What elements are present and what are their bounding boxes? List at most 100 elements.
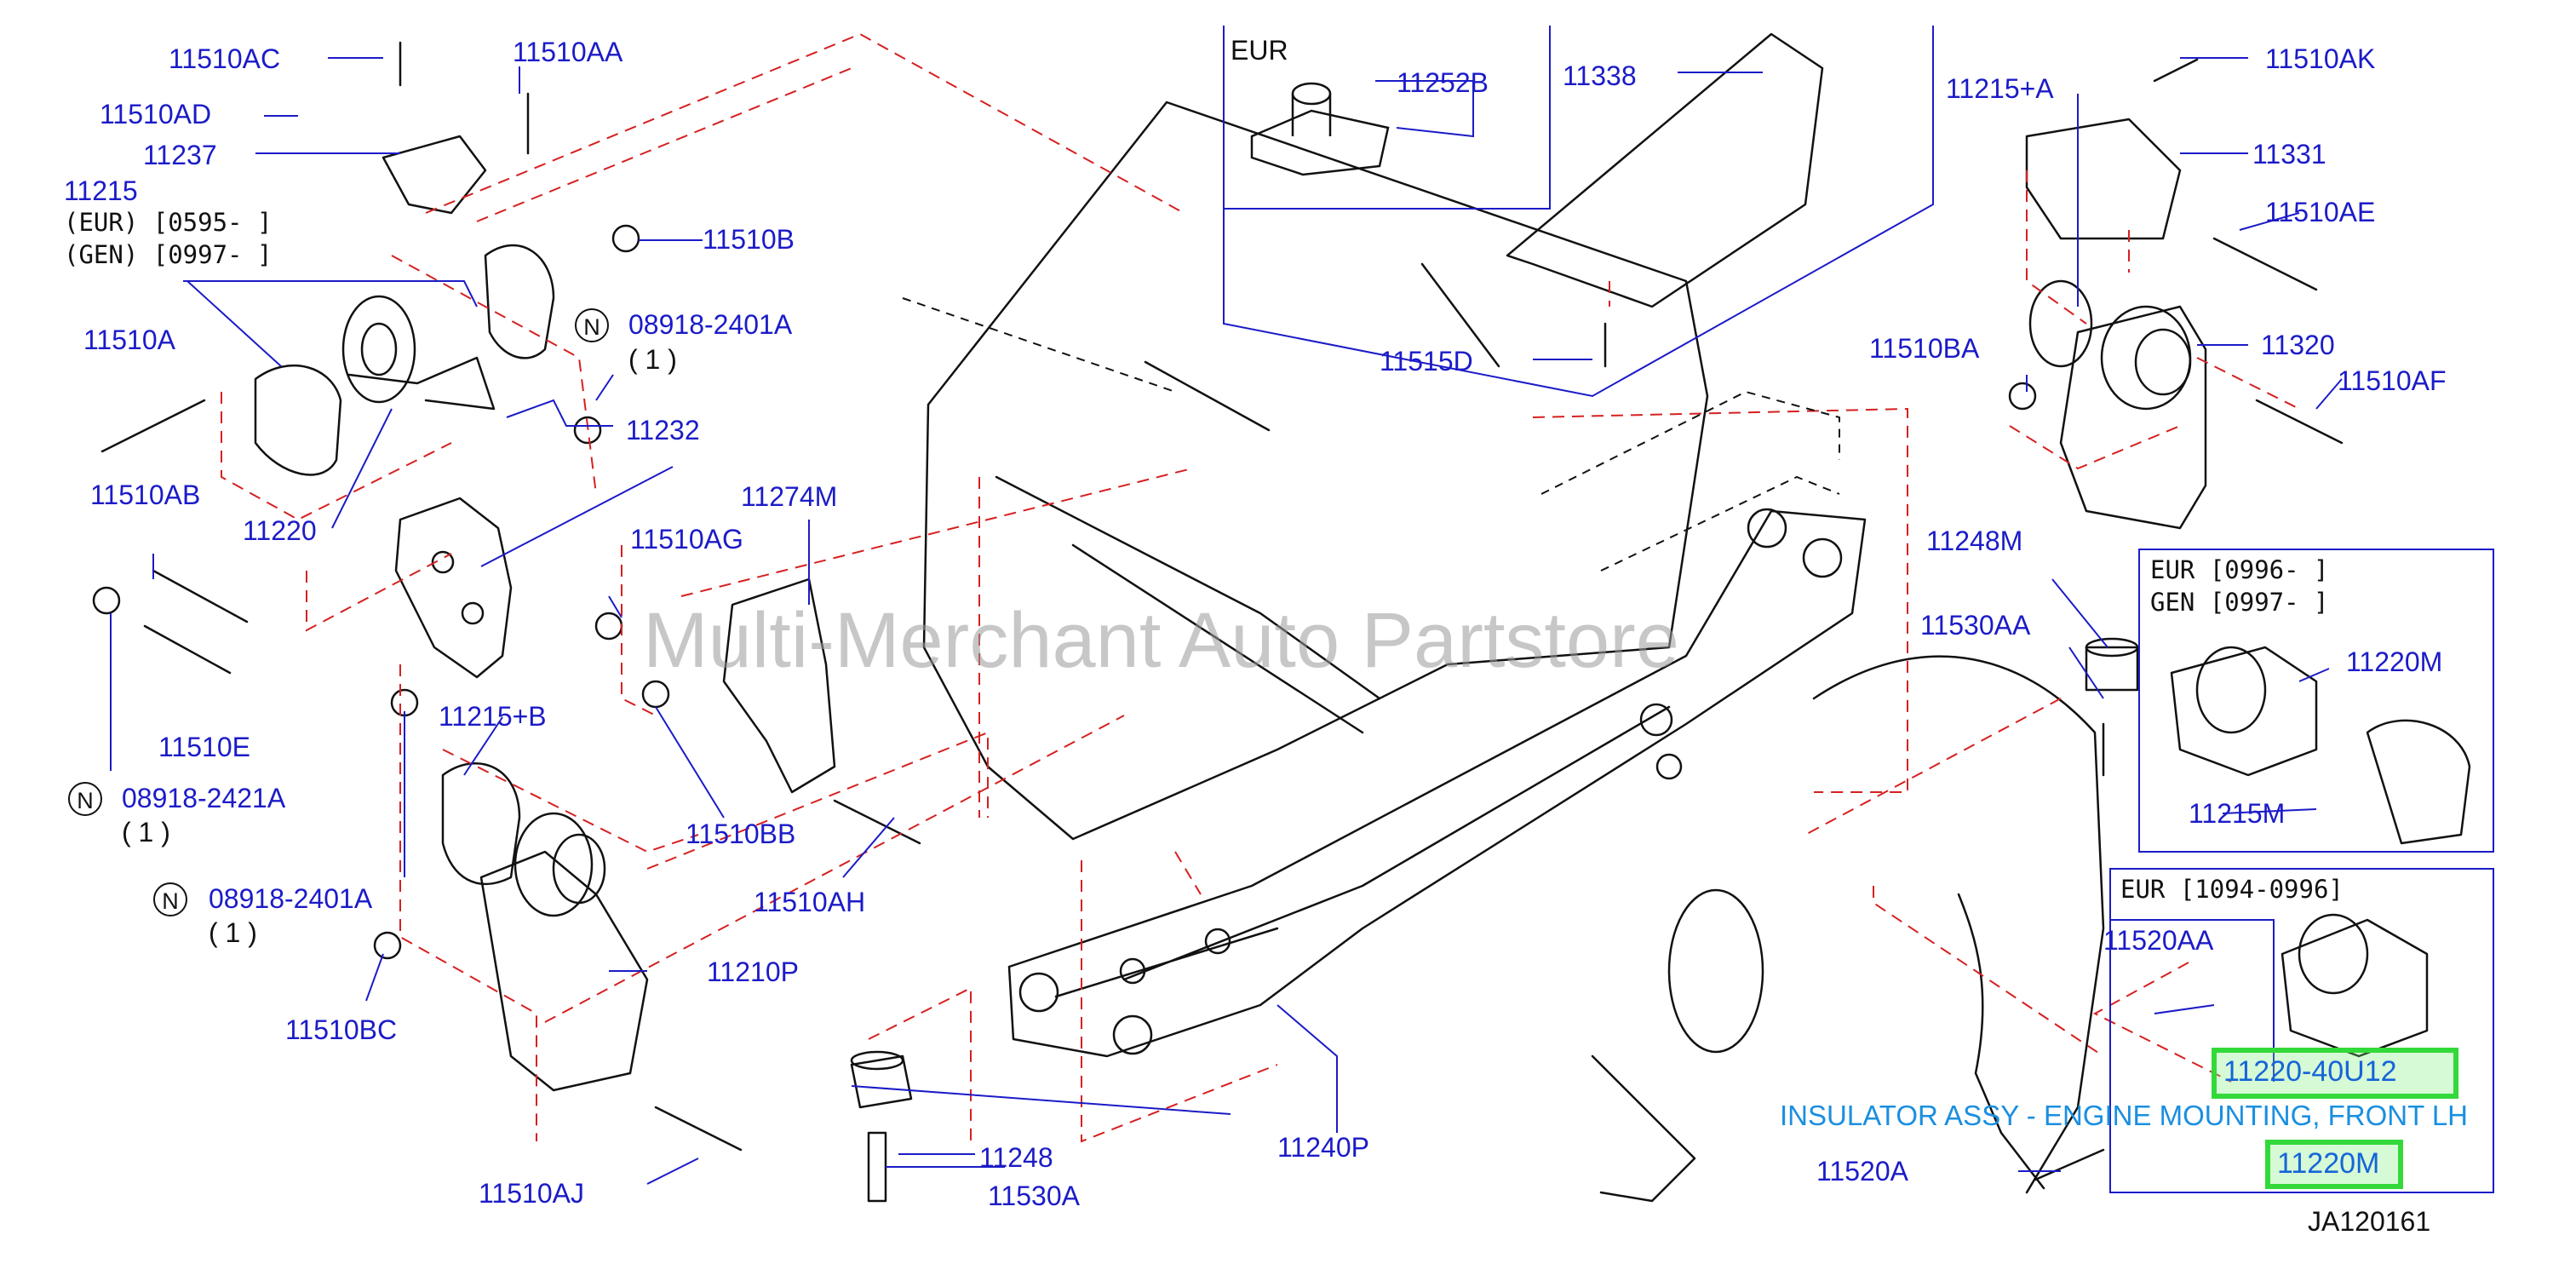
applicability-eur-row: (EUR) [0595- ] bbox=[64, 208, 273, 237]
callout-11510BB[interactable]: 11510BB bbox=[686, 819, 796, 849]
callout-11510B[interactable]: 11510B bbox=[703, 224, 795, 255]
highlighted-ref-number[interactable]: 11220M bbox=[2277, 1147, 2380, 1180]
qty-top: ( 1 ) bbox=[628, 344, 677, 375]
bolt-11530A bbox=[867, 1131, 887, 1203]
callout-11510A[interactable]: 11510A bbox=[83, 325, 175, 355]
callout-11240P[interactable]: 11240P bbox=[1277, 1132, 1369, 1163]
engine-outline bbox=[922, 101, 1709, 841]
bolt-11510E bbox=[143, 624, 232, 675]
bolt-11510AB bbox=[152, 569, 249, 623]
callout-11248[interactable]: 11248 bbox=[979, 1142, 1053, 1173]
callout-11331[interactable]: 11331 bbox=[2252, 139, 2326, 169]
callout-11520AA[interactable]: 11520AA bbox=[2103, 925, 2214, 956]
callout-11510AF[interactable]: 11510AF bbox=[2338, 365, 2447, 396]
callout-11274M[interactable]: 11274M bbox=[741, 481, 838, 512]
callout-11215B[interactable]: 11215+B bbox=[439, 701, 547, 732]
eur-gen-row-eur: EUR [0996- ] bbox=[2150, 555, 2329, 584]
pad-11215A bbox=[2028, 279, 2093, 368]
applicability-gen-row: (GEN) [0997- ] bbox=[64, 240, 273, 269]
pad-11215-right bbox=[484, 244, 555, 359]
insulator-eur-bottom bbox=[2281, 918, 2429, 1058]
eur-box-top-frame bbox=[1223, 26, 1551, 210]
highlighted-part-number[interactable]: 11220-40U12 bbox=[2223, 1055, 2397, 1088]
callout-11515D[interactable]: 11515D bbox=[1380, 346, 1473, 376]
callout-11530A[interactable]: 11530A bbox=[988, 1181, 1080, 1211]
bracket-11331 bbox=[2025, 118, 2182, 240]
callout-11210P[interactable]: 11210P bbox=[707, 957, 799, 987]
transmission-lower bbox=[1591, 1054, 1696, 1203]
bracket-11274M bbox=[722, 577, 836, 794]
spacer-11248 bbox=[850, 1054, 913, 1109]
callout-11252B[interactable]: 11252B bbox=[1397, 67, 1489, 98]
qty-middle: ( 1 ) bbox=[122, 817, 170, 847]
callout-11510E[interactable]: 11510E bbox=[158, 732, 250, 762]
callout-11338[interactable]: 11338 bbox=[1563, 60, 1637, 91]
nut-11510B bbox=[611, 224, 640, 253]
nut-11510BA bbox=[2008, 382, 2037, 411]
crossmember-11240P bbox=[1007, 509, 1867, 1058]
nut-11510BC bbox=[373, 931, 402, 960]
callout-11510AK[interactable]: 11510AK bbox=[2265, 43, 2376, 74]
highlight-part-number[interactable]: 11220-40U12 bbox=[2212, 1048, 2458, 1099]
transmission-outline bbox=[1812, 655, 2105, 1194]
clip-11252B bbox=[1250, 109, 1390, 176]
callout-11220[interactable]: 11220 bbox=[243, 515, 317, 546]
callout-11530AA[interactable]: 11530AA bbox=[1920, 610, 2031, 641]
bolt-11510AH bbox=[833, 799, 921, 845]
callout-11510AA[interactable]: 11510AA bbox=[513, 37, 623, 67]
n-symbol-badge: N bbox=[575, 308, 609, 342]
callout-11220M-box[interactable]: 11220M bbox=[2346, 646, 2443, 677]
part-tooltip: INSULATOR ASSY - ENGINE MOUNTING, FRONT … bbox=[1780, 1100, 2469, 1131]
callout-11510AD[interactable]: 11510AD bbox=[100, 99, 212, 129]
figure-id: JA120161 bbox=[2308, 1206, 2431, 1237]
eur-box-top-header: EUR bbox=[1231, 35, 1288, 66]
callout-11510AE[interactable]: 11510AE bbox=[2265, 197, 2376, 227]
nut-11232 bbox=[573, 416, 602, 445]
bolt-11510A bbox=[100, 399, 206, 453]
callout-11510BC[interactable]: 11510BC bbox=[285, 1014, 398, 1045]
callout-11215A[interactable]: 11215+A bbox=[1946, 73, 2054, 104]
callout-11215[interactable]: 11215 bbox=[64, 175, 138, 206]
bolt-11510AE bbox=[2212, 237, 2318, 291]
callout-11237[interactable]: 11237 bbox=[143, 140, 217, 170]
n-symbol-badge: N bbox=[68, 782, 102, 816]
insulator-11220 bbox=[341, 295, 416, 404]
callout-08918-2401A-top[interactable]: 08918-2401A bbox=[628, 309, 793, 340]
callout-11510BA[interactable]: 11510BA bbox=[1869, 333, 1980, 364]
callout-11510AH[interactable]: 11510AH bbox=[754, 887, 866, 917]
callout-11232[interactable]: 11232 bbox=[626, 415, 700, 445]
spacer-11248M bbox=[2085, 646, 2139, 692]
callout-11510AB[interactable]: 11510AB bbox=[90, 480, 201, 510]
callout-11510AJ[interactable]: 11510AJ bbox=[479, 1178, 584, 1209]
bolt-11520A bbox=[2034, 1148, 2105, 1181]
callout-11248M[interactable]: 11248M bbox=[1926, 526, 2023, 556]
bracket-11338 bbox=[1506, 32, 1824, 308]
pad-11215-left bbox=[254, 365, 342, 476]
callout-11215M[interactable]: 11215M bbox=[2189, 798, 2286, 829]
transmission-flange bbox=[1667, 888, 1764, 1054]
engine-face bbox=[995, 262, 1500, 734]
callout-08918-2401A-bottom[interactable]: 08918-2401A bbox=[209, 883, 373, 914]
bolt-11510AK bbox=[2153, 58, 2199, 83]
eur-box-bottom-frame bbox=[2109, 868, 2494, 1193]
mount-11320 bbox=[2059, 305, 2207, 530]
eur-box-bottom-header: EUR [1094-0996] bbox=[2120, 875, 2344, 904]
qty-bottom: ( 1 ) bbox=[209, 917, 257, 948]
n-symbol-badge: N bbox=[153, 882, 187, 916]
callout-11520A[interactable]: 11520A bbox=[1816, 1156, 1908, 1186]
bolt-11510AF bbox=[2255, 399, 2344, 445]
callout-08918-2421A[interactable]: 08918-2421A bbox=[122, 783, 286, 813]
highlight-ref-number[interactable]: 11220M bbox=[2265, 1140, 2403, 1189]
bolt-11510AG bbox=[594, 612, 623, 641]
bracket-11237 bbox=[382, 135, 487, 215]
bolt-11510AJ bbox=[654, 1106, 743, 1152]
insulator-11220M-box bbox=[2170, 646, 2318, 777]
callout-11320[interactable]: 11320 bbox=[2261, 330, 2335, 360]
nut-08918-2421A bbox=[92, 586, 121, 615]
callout-11510AC[interactable]: 11510AC bbox=[169, 43, 281, 74]
callout-11510AG[interactable]: 11510AG bbox=[630, 524, 743, 554]
watermark: Multi-Merchant Auto Partstore bbox=[643, 597, 1679, 684]
eur-gen-box-frame bbox=[2138, 549, 2494, 853]
